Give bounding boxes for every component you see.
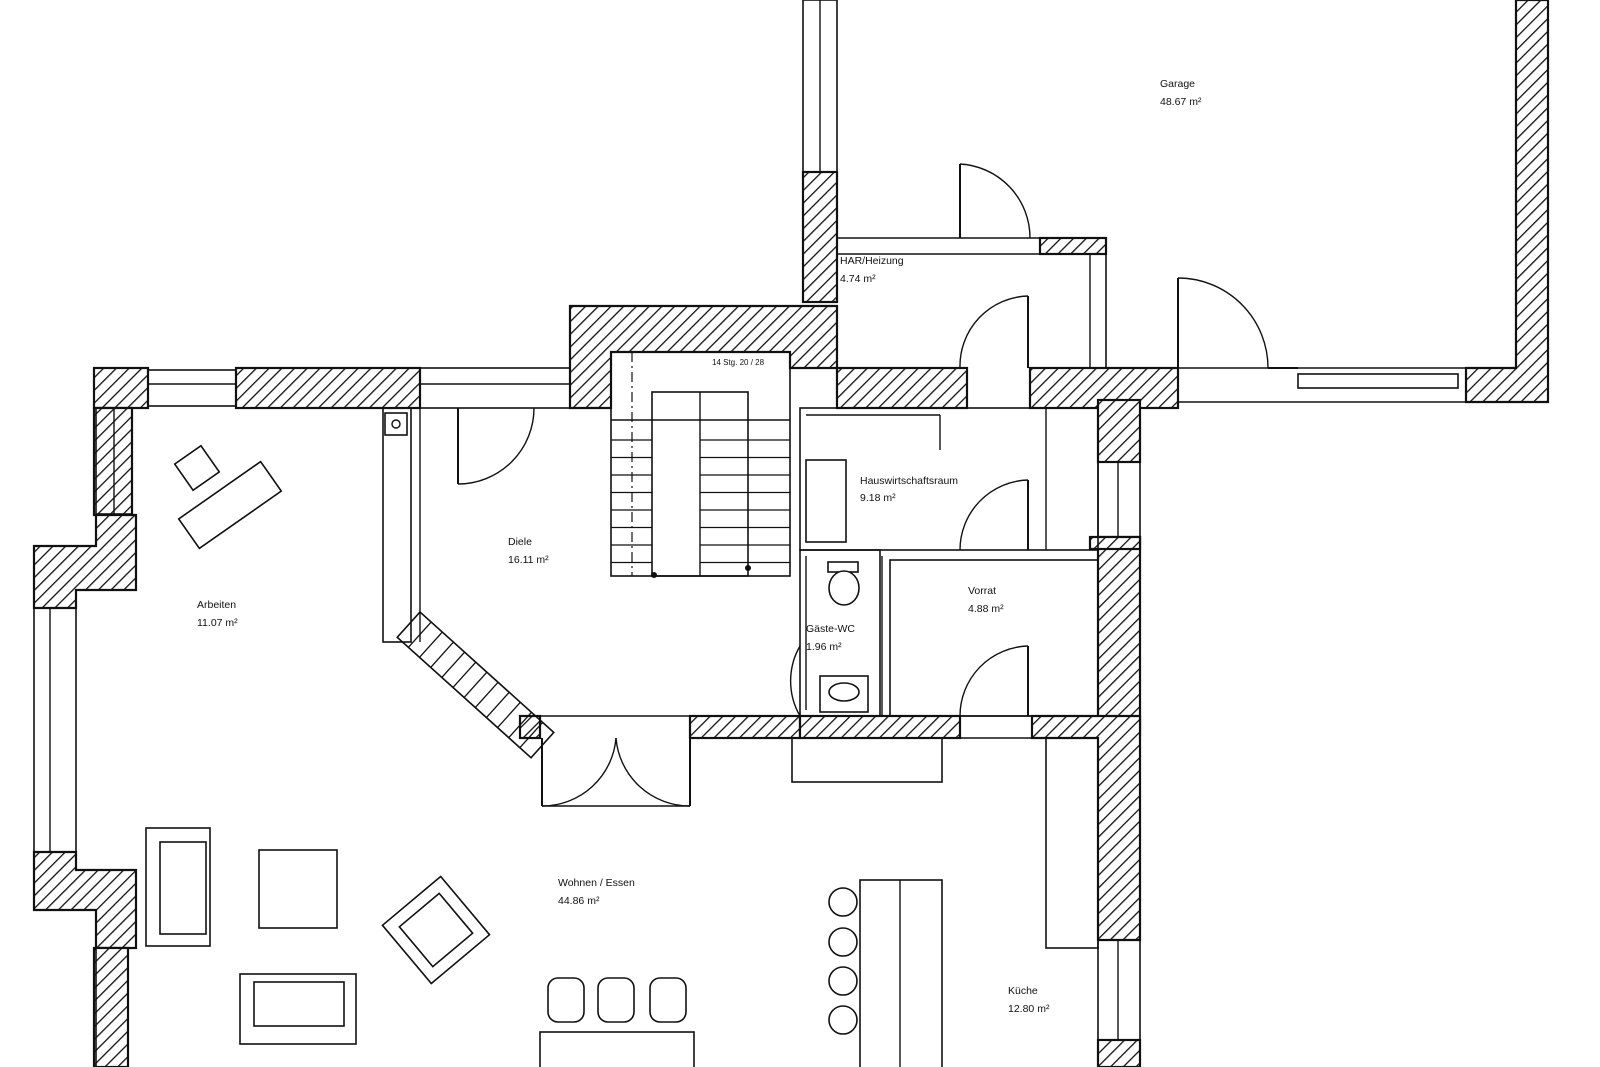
svg-text:12.80 m²: 12.80 m² — [1008, 1003, 1050, 1015]
partition-walls — [33, 0, 1466, 1067]
staircase: 14 Stg. 20 / 28 — [610, 351, 791, 578]
svg-text:Arbeiten: Arbeiten — [197, 599, 236, 611]
svg-text:Wohnen / Essen: Wohnen / Essen — [558, 877, 635, 889]
svg-text:48.67 m²: 48.67 m² — [1160, 96, 1202, 108]
basement-stair-tread — [463, 671, 488, 698]
room-label-hall: Diele 16.11 m² — [508, 536, 549, 566]
basement-stair-tread — [497, 701, 521, 729]
svg-text:HAR/Heizung: HAR/Heizung — [840, 255, 904, 267]
furniture — [145, 444, 943, 1067]
svg-text:44.86 m²: 44.86 m² — [558, 895, 600, 907]
basement-stair-tread — [430, 641, 454, 668]
room-label-pantry: Vorrat 4.88 m² — [968, 585, 1004, 615]
basement-stair-tread — [519, 721, 544, 749]
svg-text:1.96 m²: 1.96 m² — [806, 641, 842, 653]
basement-stair-tread — [419, 631, 443, 658]
basement-stair-tread — [508, 711, 532, 739]
room-labels: Garage 48.67 m² HAR/Heizung 4.74 m² Haus… — [197, 78, 1202, 1015]
basement-stair-tread — [474, 681, 499, 708]
basement-stair — [396, 610, 555, 759]
basement-stair-tread — [452, 661, 477, 688]
room-label-guest-wc: Gäste-WC 1.96 m² — [806, 623, 855, 653]
svg-text:9.18 m²: 9.18 m² — [860, 492, 896, 504]
svg-text:4.74 m²: 4.74 m² — [840, 273, 876, 285]
svg-text:16.11 m²: 16.11 m² — [508, 554, 549, 566]
room-label-kitchen: Küche 12.80 m² — [1008, 985, 1050, 1015]
room-label-heating: HAR/Heizung 4.74 m² — [840, 255, 904, 285]
svg-text:Gäste-WC: Gäste-WC — [806, 623, 855, 635]
room-label-living: Wohnen / Essen 44.86 m² — [558, 877, 635, 907]
doors — [457, 163, 1298, 807]
basement-stair-tread — [441, 651, 466, 678]
svg-text:Vorrat: Vorrat — [968, 585, 996, 597]
svg-text:Küche: Küche — [1008, 985, 1038, 997]
room-label-garage: Garage 48.67 m² — [1160, 78, 1202, 108]
stair-note: 14 Stg. 20 / 28 — [712, 358, 765, 367]
room-label-utility: Hauswirtschaftsraum 9.18 m² — [860, 475, 958, 504]
basement-stair-tread — [485, 691, 510, 718]
room-label-study: Arbeiten 11.07 m² — [197, 599, 238, 629]
svg-text:4.88 m²: 4.88 m² — [968, 603, 1004, 615]
svg-text:Diele: Diele — [508, 536, 532, 548]
basement-stair-tread — [407, 621, 432, 648]
svg-text:Garage: Garage — [1160, 78, 1195, 90]
svg-text:11.07 m²: 11.07 m² — [197, 617, 238, 629]
svg-text:Hauswirtschaftsraum: Hauswirtschaftsraum — [860, 475, 958, 487]
